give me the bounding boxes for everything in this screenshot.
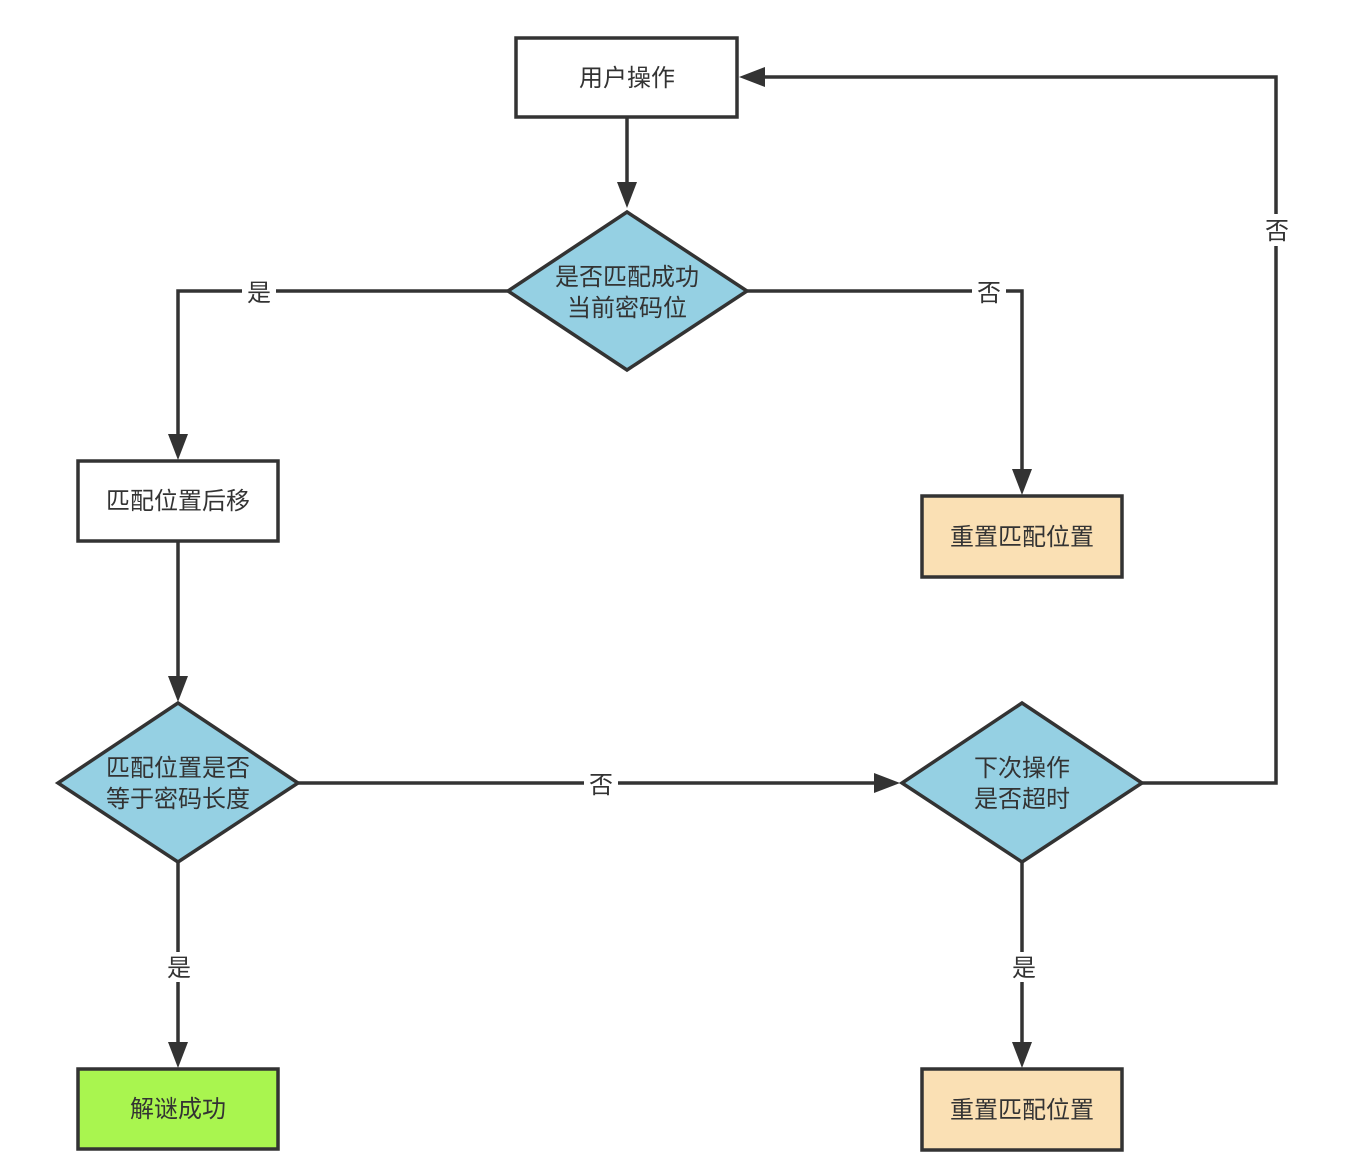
process-box [76, 1067, 280, 1151]
node-label-line-1: 匹配位置是否 [106, 754, 250, 782]
arrowhead [168, 676, 188, 702]
node-reset-1: 重置匹配位置 [920, 494, 1124, 579]
node-user-op: 用户操作 [514, 36, 739, 119]
node-shift-match: 匹配位置后移 [76, 459, 280, 543]
decision-diamond [504, 209, 751, 373]
edge-label-timeout-no: 否 [1265, 217, 1289, 245]
node-label: 匹配位置后移 [106, 487, 250, 515]
edge-label-bg [584, 769, 618, 799]
decision-diamond [54, 700, 302, 865]
edge-match-no [747, 289, 1024, 471]
arrowhead [168, 434, 188, 460]
node-next-timeout: 下次操作 是否超时 [898, 700, 1146, 865]
edge-match-yes [176, 289, 508, 436]
edge-label-bg [972, 277, 1006, 307]
arrowhead [617, 182, 637, 208]
edge-label-bg [242, 277, 276, 307]
edge-label-len-yes: 是 [167, 954, 191, 982]
node-label-line-2: 等于密码长度 [106, 785, 250, 813]
edge-label-bg [1260, 214, 1294, 246]
node-pos-equals-len: 匹配位置是否 等于密码长度 [54, 700, 302, 865]
node-label: 解谜成功 [130, 1095, 226, 1123]
edge-label-bg [162, 952, 196, 982]
node-match-current: 是否匹配成功 当前密码位 [504, 209, 751, 373]
edge-timeout-no [763, 75, 1278, 785]
node-label: 用户操作 [579, 64, 675, 92]
process-box [76, 459, 280, 543]
arrowhead [1012, 1042, 1032, 1068]
process-box [920, 1067, 1124, 1152]
process-box [514, 36, 739, 119]
edge-label-timeout-yes: 是 [1012, 954, 1036, 982]
node-solved: 解谜成功 [76, 1067, 280, 1151]
decision-diamond [898, 700, 1146, 865]
node-label-line-1: 是否匹配成功 [555, 263, 699, 291]
edge-labels: 是 否 否 是 是 否 [162, 214, 1294, 982]
node-label-line-2: 当前密码位 [567, 294, 687, 322]
node-label: 重置匹配位置 [950, 1096, 1094, 1124]
edge-label-bg [1007, 952, 1041, 982]
node-reset-2: 重置匹配位置 [920, 1067, 1124, 1152]
arrowhead [168, 1042, 188, 1068]
arrowhead [874, 773, 900, 793]
node-label-line-2: 是否超时 [974, 785, 1070, 813]
edge-label-match-yes: 是 [247, 279, 271, 307]
process-box [920, 494, 1124, 579]
edge-label-match-no: 否 [977, 279, 1001, 307]
arrowhead [739, 67, 765, 87]
node-label-line-1: 下次操作 [974, 754, 1070, 782]
edge-label-len-no: 否 [589, 771, 613, 799]
arrowhead [1012, 469, 1032, 495]
node-label: 重置匹配位置 [950, 523, 1094, 551]
